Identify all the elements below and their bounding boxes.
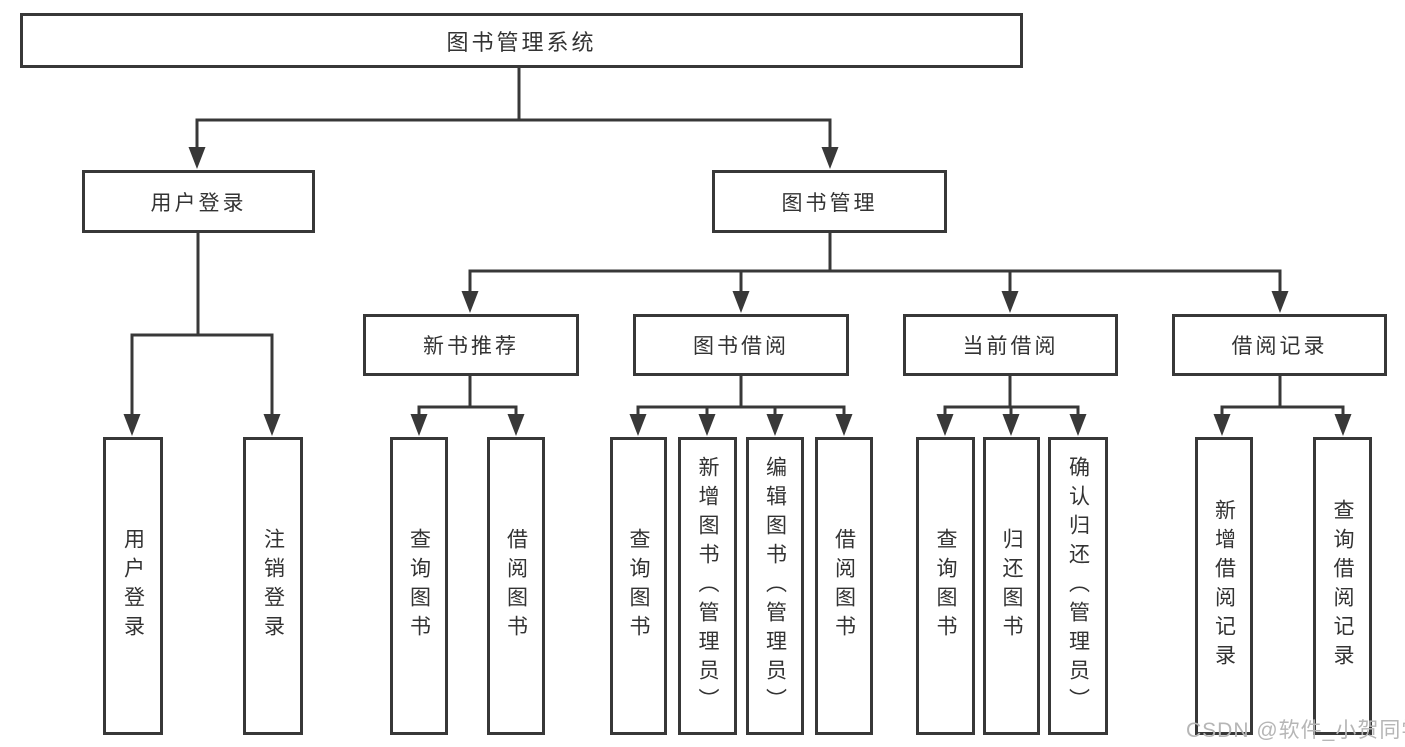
node-new-book-recommend: 新书推荐	[363, 314, 579, 376]
edge-user-login-children	[123, 233, 281, 436]
leaf-user-login-label: 用户登录	[121, 528, 145, 644]
leaf-borrow-books-recommend-label: 借阅图书	[504, 528, 528, 644]
edge-current-borrow-children	[936, 376, 1087, 436]
leaf-borrow-books-label: 借阅图书	[832, 528, 856, 644]
edge-root-to-level2	[188, 68, 839, 169]
node-borrow-records: 借阅记录	[1172, 314, 1387, 376]
leaf-confirm-return-admin-label: 确认归还（管理员）	[1066, 455, 1090, 717]
leaf-add-book-admin: 新增图书（管理员）	[678, 437, 737, 735]
leaf-borrow-books-recommend: 借阅图书	[487, 437, 545, 735]
leaf-confirm-return-admin: 确认归还（管理员）	[1048, 437, 1108, 735]
leaf-borrow-books: 借阅图书	[815, 437, 873, 735]
leaf-query-books-current: 查询图书	[916, 437, 975, 735]
leaf-query-books-borrow: 查询图书	[610, 437, 667, 735]
leaf-logout-label: 注销登录	[261, 528, 285, 644]
leaf-edit-book-admin: 编辑图书（管理员）	[746, 437, 804, 735]
leaf-query-borrow-record: 查询借阅记录	[1313, 437, 1372, 735]
node-book-borrow-label: 图书借阅	[693, 335, 789, 358]
node-root-label: 图书管理系统	[446, 29, 597, 55]
leaf-add-borrow-record: 新增借阅记录	[1195, 437, 1253, 735]
node-user-login-label: 用户登录	[150, 191, 247, 215]
leaf-query-books-borrow-label: 查询图书	[627, 528, 651, 644]
leaf-query-books-recommend-label: 查询图书	[407, 528, 431, 644]
edge-borrow-records-children	[1213, 376, 1352, 436]
node-current-borrow-label: 当前借阅	[962, 335, 1059, 358]
leaf-add-borrow-record-label: 新增借阅记录	[1212, 499, 1236, 673]
node-user-login: 用户登录	[82, 170, 315, 233]
node-root: 图书管理系统	[20, 13, 1023, 68]
leaf-return-books-label: 归还图书	[1000, 528, 1024, 644]
node-book-borrow: 图书借阅	[633, 314, 849, 376]
node-book-management: 图书管理	[712, 170, 947, 233]
node-new-book-recommend-label: 新书推荐	[423, 335, 519, 358]
leaf-query-borrow-record-label: 查询借阅记录	[1331, 499, 1355, 673]
leaf-edit-book-admin-label: 编辑图书（管理员）	[763, 455, 787, 717]
node-book-management-label: 图书管理	[781, 191, 878, 215]
edge-new-book-recommend-children	[410, 376, 525, 436]
node-current-borrow: 当前借阅	[903, 314, 1118, 376]
leaf-query-books-recommend: 查询图书	[390, 437, 448, 735]
leaf-user-login: 用户登录	[103, 437, 163, 735]
node-borrow-records-label: 借阅记录	[1231, 335, 1328, 358]
edge-book-borrow-children	[629, 376, 853, 436]
leaf-add-book-admin-label: 新增图书（管理员）	[696, 455, 720, 717]
edge-book-management-children	[461, 233, 1289, 313]
leaf-query-books-current-label: 查询图书	[934, 528, 958, 644]
csdn-watermark: CSDN @软件_小贺同学	[1186, 719, 1405, 742]
leaf-logout: 注销登录	[243, 437, 303, 735]
leaf-return-books: 归还图书	[983, 437, 1040, 735]
